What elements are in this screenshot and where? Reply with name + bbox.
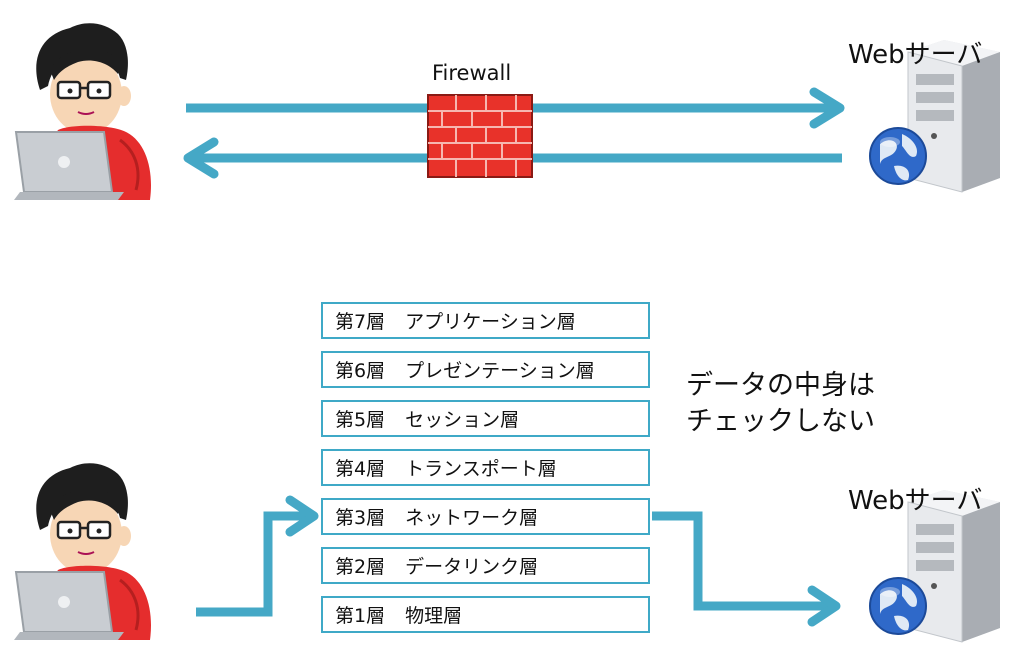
note-line-2: チェックしない: [686, 406, 875, 437]
layer-5: 第5層セッション層: [321, 400, 650, 437]
layer-3: 第3層ネットワーク層: [321, 498, 650, 535]
layer-number: 第4層: [335, 458, 386, 480]
note-line-1: データの中身は: [686, 370, 875, 401]
path-to-server-arrow: [652, 511, 841, 627]
layer-4: 第4層トランスポート層: [321, 449, 650, 486]
layer-name: ネットワーク層: [405, 507, 539, 529]
layer-number: 第7層: [335, 311, 386, 333]
layer-number: 第3層: [335, 507, 386, 529]
user-laptop-icon: [12, 21, 153, 202]
layer-7: 第7層アプリケーション層: [321, 302, 650, 339]
layer-number: 第2層: [335, 556, 386, 578]
layer-name: プレゼンテーション層: [405, 360, 595, 382]
layer-name: データリンク層: [405, 556, 539, 578]
server-label: Webサーバ: [848, 40, 983, 70]
layer-name: セッション層: [405, 409, 520, 431]
server-label-2: Webサーバ: [848, 486, 983, 516]
layer-2: 第2層データリンク層: [321, 547, 650, 584]
layer-number: 第1層: [335, 605, 386, 627]
note-text: データの中身は チェックしない: [686, 368, 875, 440]
firewall-brick-icon: [427, 94, 533, 178]
layer-name: アプリケーション層: [405, 311, 576, 333]
layer-name: 物理層: [405, 605, 463, 627]
layer-number: 第6層: [335, 360, 386, 382]
layer-number: 第5層: [335, 409, 386, 431]
layer-1: 第1層物理層: [321, 596, 650, 633]
user-laptop-icon-2: [12, 461, 153, 642]
layer-name: トランスポート層: [405, 458, 557, 480]
path-to-network-layer-arrow: [196, 495, 319, 617]
layer-6: 第6層プレゼンテーション層: [321, 351, 650, 388]
firewall-label: Firewall: [432, 61, 512, 85]
